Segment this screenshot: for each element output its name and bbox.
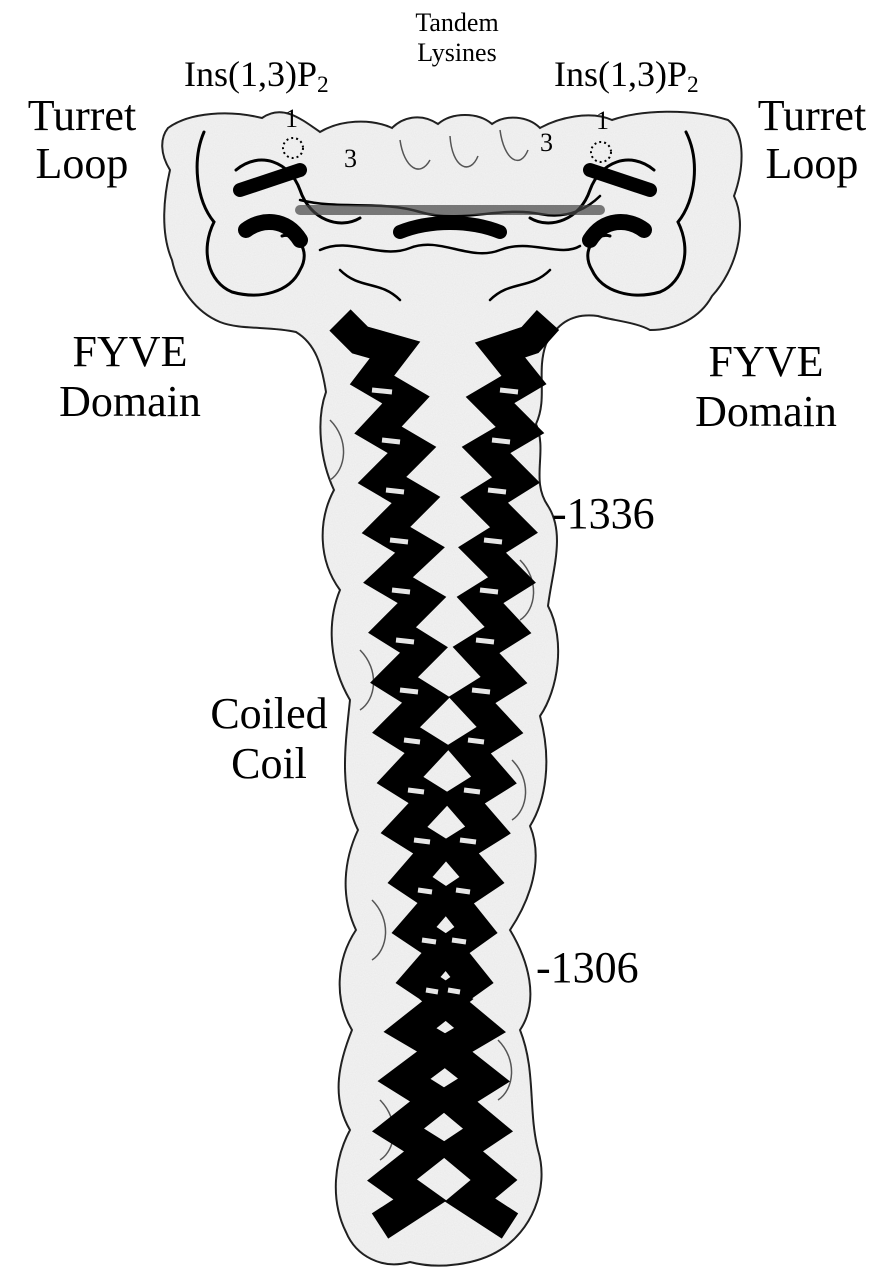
ins-left-label: Ins(1,3)P2 <box>184 56 329 92</box>
fyve-left-line-2: Domain <box>40 380 220 424</box>
ins-left-sub: 2 <box>317 72 329 98</box>
ins-left-main: Ins(1,3)P <box>184 54 317 94</box>
fyve-right-line-1: FYVE <box>676 340 856 384</box>
site-marker-right-1: 1 <box>596 108 609 134</box>
coiled-coil-line-2: Coil <box>184 742 354 786</box>
turret-left-line-2: Loop <box>12 142 152 186</box>
residue-1336-label: -1336 <box>552 492 655 536</box>
tandem-lysines-label: Tandem Lysines <box>392 10 522 66</box>
fyve-left-line-1: FYVE <box>40 330 220 374</box>
turret-loop-left-label: Turret Loop <box>12 94 152 186</box>
coiled-coil-line-1: Coiled <box>184 692 354 736</box>
residue-1306-label: -1306 <box>536 946 639 990</box>
ins-right-label: Ins(1,3)P2 <box>554 56 699 92</box>
turret-left-line-1: Turret <box>12 94 152 138</box>
ins-right-main: Ins(1,3)P <box>554 54 687 94</box>
tandem-lysines-line-1: Tandem <box>392 10 522 36</box>
site-marker-right-3: 3 <box>540 130 553 156</box>
fyve-right-line-2: Domain <box>676 390 856 434</box>
fyve-domain-right-label: FYVE Domain <box>676 340 856 434</box>
ins-right-sub: 2 <box>687 72 699 98</box>
turret-right-line-1: Turret <box>742 94 882 138</box>
coiled-coil-label: Coiled Coil <box>184 692 354 786</box>
tandem-lysines-line-2: Lysines <box>392 40 522 66</box>
site-marker-left-3: 3 <box>344 146 357 172</box>
turret-loop-right-label: Turret Loop <box>742 94 882 186</box>
fyve-domain-left-label: FYVE Domain <box>40 330 220 424</box>
site-marker-left-1: 1 <box>285 106 298 132</box>
turret-right-line-2: Loop <box>742 142 882 186</box>
